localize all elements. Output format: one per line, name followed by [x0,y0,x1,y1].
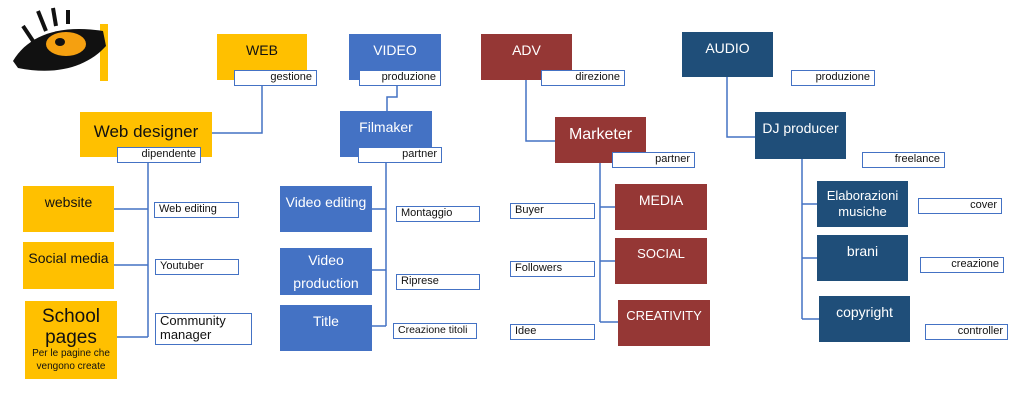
creazione-titoli-tag: Creazione titoli [393,323,477,339]
video-production-box: Video production [280,248,372,295]
riprese-tag: Riprese [396,274,480,290]
audio-tag: produzione [791,70,875,86]
social-media-box: Social media [23,242,114,289]
school-pages-box: School pages Per le pagine che vengono c… [25,301,117,379]
item-label: CREATIVITY [626,308,702,323]
video-editing-box: Video editing [280,186,372,232]
buyer-tag: Buyer [510,203,595,219]
audio-role-tag: freelance [862,152,945,168]
item-label: Video production [293,252,359,291]
controller-tag: controller [925,324,1008,340]
marketer-box: Marketer [555,117,646,163]
community-manager-tag: Community manager [155,313,252,345]
web-editing-tag: Web editing [154,202,239,218]
adv-role-tag: partner [612,152,695,168]
adv-tag: direzione [541,70,625,86]
cover-tag: cover [918,198,1002,214]
brani-box: brani [817,235,908,281]
elaborazioni-musiche-box: Elaborazioni musiche [817,181,908,227]
video-role-tag: partner [358,147,442,163]
audio-title: AUDIO [705,40,750,56]
adv-title: ADV [512,42,541,58]
item-label: brani [846,243,879,259]
item-label: Video editing [285,194,367,210]
item-label: website [44,194,93,210]
montaggio-tag: Montaggio [396,206,480,222]
idee-tag: Idee [510,324,595,340]
audio-header-box: AUDIO [682,32,773,77]
video-tag: produzione [359,70,441,86]
video-role: Filmaker [359,119,413,135]
item-label: copyright [836,304,893,320]
website-box: website [23,186,114,232]
media-box: MEDIA [615,184,707,230]
audio-role: DJ producer [762,120,839,136]
followers-tag: Followers [510,261,595,277]
web-tag: gestione [234,70,317,86]
item-label: School pages [41,305,101,348]
creativity-box: CREATIVITY [618,300,710,346]
item-label: MEDIA [638,192,684,208]
title-box: Title [280,305,372,351]
item-label: Elaborazioni musiche [826,187,899,219]
item-label: Social media [28,250,109,266]
copyright-box: copyright [819,296,910,342]
tiger-eye-logo [8,6,108,84]
web-title: WEB [246,42,278,58]
item-sub: Per le pagine che vengono create [32,348,110,372]
adv-role: Marketer [568,126,633,143]
item-label: Title [313,313,339,329]
youtuber-tag: Youtuber [155,259,239,275]
dj-producer-box: DJ producer [755,112,846,159]
web-role-tag: dipendente [117,147,201,163]
video-title: VIDEO [373,42,417,58]
social-box: SOCIAL [615,238,707,284]
item-label: SOCIAL [637,246,685,261]
creazione-tag: creazione [920,257,1004,273]
web-role: Web designer [93,122,199,141]
